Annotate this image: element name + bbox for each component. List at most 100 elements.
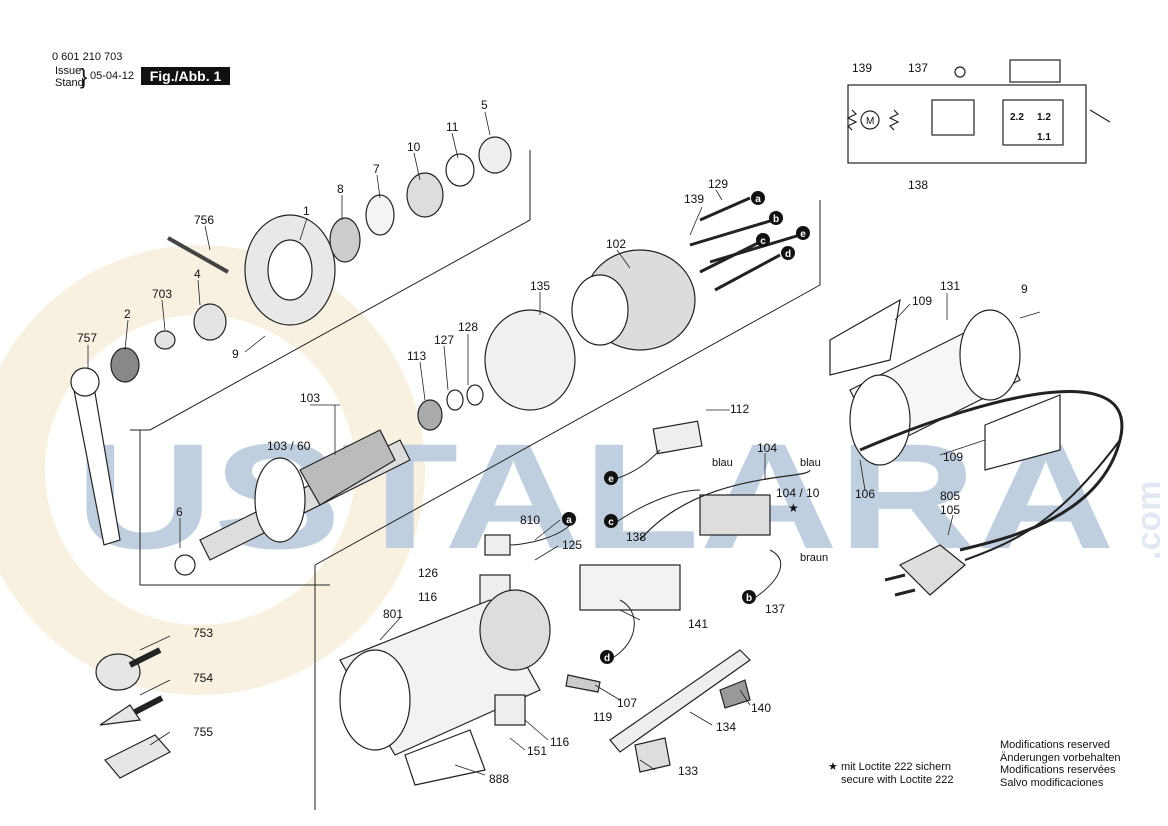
- label-116-upper: 116: [418, 590, 437, 604]
- label-112: 112: [730, 402, 749, 416]
- label-703: 703: [152, 287, 172, 301]
- marker-b-mid: b: [742, 590, 756, 604]
- label-127: 127: [434, 333, 454, 347]
- label-1: 1: [303, 204, 310, 218]
- schematic-contact-11: 1.1: [1037, 132, 1051, 143]
- part-number: 0 601 210 703: [52, 51, 123, 63]
- note-line-1: Modifications reserved: [1000, 739, 1111, 751]
- label-135: 135: [530, 279, 550, 293]
- loctite-star-diagram: ★: [788, 501, 799, 515]
- modifications-notes: Modifications reserved Änderungen vorbeh…: [1000, 739, 1120, 789]
- svg-text:a: a: [566, 515, 572, 526]
- watermark-suffix: .com: [1130, 481, 1168, 560]
- schematic-labels: 139 137 138 M 2.2 1.2 1.1: [852, 61, 1051, 192]
- marker-e-top: e: [796, 226, 810, 240]
- stand-label: Stand: [55, 77, 84, 89]
- wire-label-braun: braun: [800, 552, 828, 564]
- label-105: 105: [940, 503, 960, 517]
- svg-text:d: d: [604, 653, 610, 664]
- note-line-3: Modifications reservées: [1000, 764, 1116, 776]
- part-labels: 5 11 10 7 8 1 756 4 703 2 757 9 139 129 …: [77, 98, 1028, 786]
- loctite-line-2: secure with Loctite 222: [841, 773, 954, 786]
- label-102: 102: [606, 237, 626, 251]
- mid-wires: [509, 449, 782, 658]
- note-line-4: Salvo modificaciones: [1000, 776, 1104, 789]
- issue-date: 05-04-12: [90, 70, 135, 82]
- label-9-upper: 9: [232, 347, 239, 361]
- label-103-60: 103 / 60: [267, 439, 311, 453]
- wire-leads-top: [689, 196, 801, 292]
- label-103: 103: [300, 391, 320, 405]
- figure-label: Fig./Abb. 1: [141, 67, 230, 85]
- label-107: 107: [617, 696, 637, 710]
- label-131: 131: [940, 279, 960, 293]
- label-888: 888: [489, 772, 509, 786]
- label-757: 757: [77, 331, 97, 345]
- label-141: 141: [688, 617, 708, 631]
- label-4: 4: [194, 267, 201, 281]
- label-8: 8: [337, 182, 344, 196]
- label-6: 6: [176, 505, 183, 519]
- label-754: 754: [193, 671, 213, 685]
- schematic-contact-12: 1.2: [1037, 112, 1051, 123]
- label-104-10: 104 / 10: [776, 486, 820, 500]
- wire-markers: a b c e d e c a d b: [562, 191, 810, 664]
- marker-d-top: d: [781, 246, 795, 260]
- svg-text:a: a: [755, 194, 761, 205]
- svg-text:b: b: [746, 593, 752, 604]
- label-139: 139: [684, 192, 704, 206]
- label-10: 10: [407, 140, 421, 154]
- brace: }: [80, 64, 88, 89]
- housing: [829, 298, 1124, 552]
- label-151: 151: [527, 744, 547, 758]
- label-126: 126: [418, 566, 438, 580]
- marker-c-top: c: [756, 233, 770, 247]
- schematic-label-138: 138: [908, 178, 928, 192]
- label-133: 133: [678, 764, 698, 778]
- leader-lines: [87, 111, 1041, 776]
- svg-text:c: c: [608, 517, 614, 528]
- svg-text:b: b: [773, 214, 779, 225]
- label-138: 138: [626, 530, 646, 544]
- svg-text:c: c: [760, 236, 766, 247]
- wire-color-labels: blau blau braun: [712, 457, 828, 564]
- grinding-points: [95, 647, 171, 779]
- label-756: 756: [194, 213, 214, 227]
- label-5: 5: [481, 98, 488, 112]
- issue-label: Issue: [55, 65, 82, 77]
- loctite-star: ★: [828, 761, 838, 773]
- label-9-right: 9: [1021, 282, 1028, 296]
- label-116-lower: 116: [550, 735, 569, 749]
- label-140: 140: [751, 701, 771, 715]
- label-119: 119: [593, 710, 612, 724]
- label-2: 2: [124, 307, 131, 321]
- schematic-contact-22: 2.2: [1010, 112, 1024, 123]
- frame-lines: [130, 150, 821, 810]
- marker-a-top: a: [751, 191, 765, 205]
- marker-b-top: b: [769, 211, 783, 225]
- spindle-parts: [70, 236, 229, 546]
- svg-text:e: e: [608, 474, 614, 485]
- label-109-upper: 109: [912, 294, 932, 308]
- schematic: [846, 59, 1111, 164]
- switch-slider: [565, 649, 751, 773]
- marker-a-mid: a: [562, 512, 576, 526]
- electronics: [479, 420, 811, 611]
- label-810: 810: [520, 513, 540, 527]
- wire-label-blau-right: blau: [800, 457, 821, 469]
- label-11: 11: [446, 120, 459, 134]
- label-801: 801: [383, 607, 403, 621]
- label-113: 113: [407, 349, 426, 363]
- armature: [174, 429, 411, 576]
- handle-housing: [339, 589, 551, 786]
- bearing-flange: [244, 136, 512, 326]
- loctite-note: ★ mit Loctite 222 sichern secure with Lo…: [828, 761, 954, 786]
- note-line-2: Änderungen vorbehalten: [1000, 751, 1121, 764]
- label-753: 753: [193, 626, 213, 640]
- schematic-motor: M: [866, 116, 874, 127]
- label-109-lower: 109: [943, 450, 963, 464]
- label-134: 134: [716, 720, 736, 734]
- label-137: 137: [765, 602, 785, 616]
- svg-text:e: e: [800, 229, 806, 240]
